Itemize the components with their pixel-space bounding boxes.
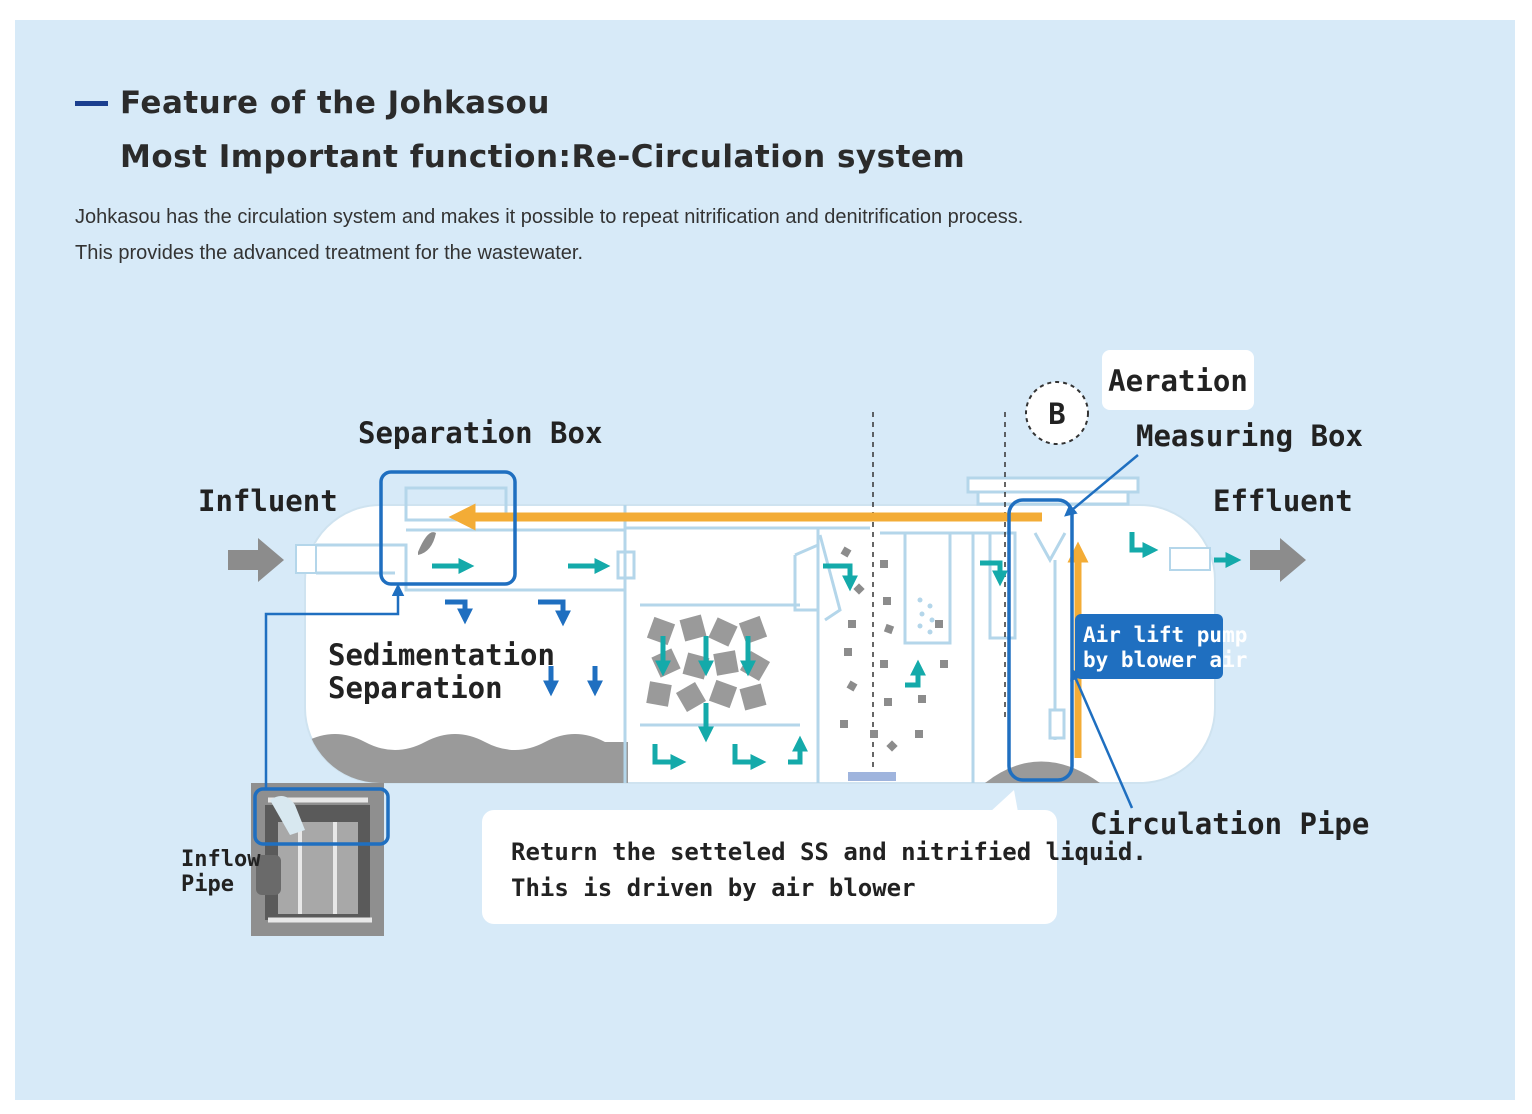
effluent-label: Effluent bbox=[1213, 484, 1353, 518]
separation-box-highlight bbox=[379, 470, 517, 586]
description-line-2: This provides the advanced treatment for… bbox=[75, 242, 584, 264]
air-bubbles bbox=[917, 597, 935, 635]
circulation-pipe-label: Circulation Pipe bbox=[1090, 807, 1369, 841]
inflow-pipe-label-line1: Inflow bbox=[181, 847, 261, 872]
outlet-pipe bbox=[1169, 547, 1211, 571]
inflow-pipe-image bbox=[251, 783, 384, 936]
section-subtitle: Most Important function:Re-Circulation s… bbox=[120, 139, 966, 175]
effluent-arrow bbox=[1250, 538, 1306, 582]
inflow-pipe-label-line2: Pipe bbox=[181, 872, 234, 897]
inflow-connector-line bbox=[264, 583, 405, 789]
separation-box-label: Separation Box bbox=[358, 416, 602, 450]
callout-note-line1: Return the setteled SS and nitrified liq… bbox=[511, 838, 1147, 866]
circulation-pipe-highlight bbox=[1007, 498, 1074, 782]
measuring-box-label: Measuring Box bbox=[1136, 419, 1363, 453]
separation-box-baffle bbox=[418, 532, 436, 555]
aeration-tag bbox=[1102, 350, 1254, 410]
measuring-box-pointer bbox=[1064, 454, 1139, 517]
influent-arrow bbox=[228, 538, 284, 582]
inlet-pipe bbox=[295, 544, 317, 574]
air-lift-label-line2: by blower air bbox=[1083, 648, 1247, 672]
settled-sludge bbox=[305, 734, 628, 783]
callout-note-line2: This is driven by air blower bbox=[511, 874, 916, 902]
tank-body bbox=[304, 504, 1216, 784]
flow-arrows-blue bbox=[445, 599, 604, 697]
tank-walls bbox=[316, 476, 1140, 783]
air-lift-tag bbox=[1075, 614, 1223, 679]
b-marker-circle bbox=[1025, 381, 1089, 445]
flow-arrows-teal bbox=[432, 532, 1242, 771]
aeration-label: Aeration bbox=[1108, 364, 1248, 398]
sedimentation-label-line1: Sedimentation bbox=[328, 638, 555, 672]
description-line-1: Johkasou has the circulation system and … bbox=[75, 206, 1024, 228]
inflow-pipe-highlight bbox=[253, 787, 390, 846]
callout-note bbox=[482, 790, 1057, 924]
influent-label: Influent bbox=[198, 484, 338, 518]
air-lift-label-line1: Air lift pump bbox=[1083, 623, 1247, 647]
section-title: Feature of the Johkasou bbox=[120, 85, 550, 121]
suspended-particles bbox=[840, 546, 948, 752]
heading-accent-bar bbox=[75, 101, 108, 106]
sedimentation-label-line2: Separation bbox=[328, 671, 503, 705]
circulation-pipe-pointer bbox=[1070, 667, 1134, 809]
diffuser bbox=[848, 772, 896, 781]
b-marker-label: B bbox=[1048, 397, 1065, 431]
